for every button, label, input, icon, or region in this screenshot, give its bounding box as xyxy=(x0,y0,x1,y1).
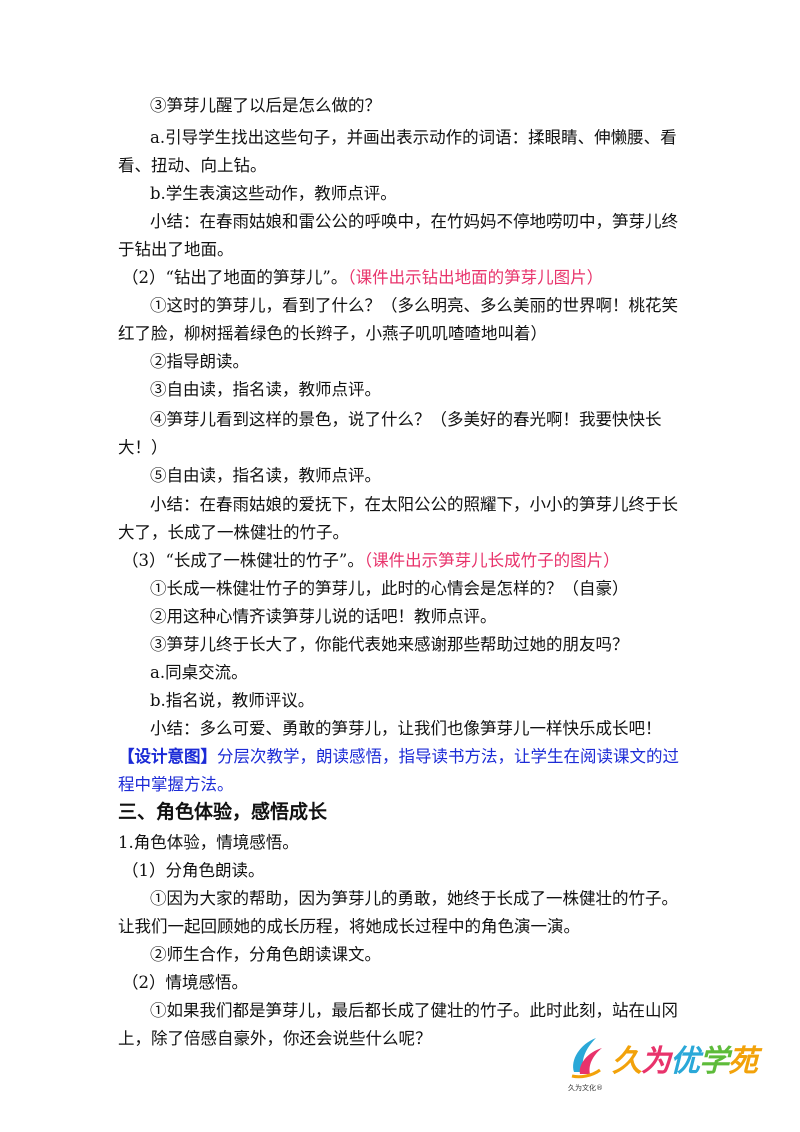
text-line: 于钻出了地面。 xyxy=(118,240,234,259)
text-line: a.引导学生找出这些句子，并画出表示动作的词语：揉眼睛、伸懒腰、看 xyxy=(150,128,677,147)
subsection-line: （2）“钻出了地面的笋芽儿”。（课件出示钻出地面的笋芽儿图片） xyxy=(122,267,800,289)
text-line: ③笋芽儿醒了以后是怎么做的？ xyxy=(150,96,381,115)
text-line: b.指名说，教师评议。 xyxy=(150,691,315,710)
text-line: 小结：在春雨姑娘和雷公公的呼唤中，在竹妈妈不停地唠叨中，笋芽儿终 xyxy=(150,212,678,231)
text-line: （2）情境感悟。 xyxy=(122,973,248,992)
text-line: ②指导朗读。 xyxy=(150,352,249,371)
design-intent-text: 分层次教学，朗读感悟，指导读书方法，让学生在阅读课文的过 xyxy=(217,747,679,766)
design-intent-tag: 【设计意图】 xyxy=(118,747,217,766)
text-line: ①这时的笋芽儿，看到了什么？（多么明亮、多么美丽的世界啊！桃花笑 xyxy=(150,296,678,315)
text-line: 看、扭动、向上钻。 xyxy=(118,156,267,175)
text-line: 1.角色体验，情境感悟。 xyxy=(118,833,299,852)
text-line: 红了脸，柳树摇着绿色的长辫子，小燕子叽叽喳喳地叫着） xyxy=(118,324,547,343)
subsection-line: （3）“长成了一株健壮的竹子”。（课件出示笋芽儿长成竹子的图片） xyxy=(122,550,800,572)
swoosh-logo-icon xyxy=(571,1038,602,1079)
text-line: b.学生表演这些动作，教师点评。 xyxy=(150,184,397,203)
text-line: ①长成一株健壮竹子的笋芽儿，此时的心情会是怎样的？（自豪） xyxy=(150,579,629,598)
text-line: ①如果我们都是笋芽儿，最后都长成了健壮的竹子。此时此刻，站在山冈 xyxy=(150,1001,678,1020)
subsection-title: （3）“长成了一株健壮的竹子”。 xyxy=(122,551,364,570)
text-line: ③笋芽儿终于长大了，你能代表她来感谢那些帮助过她的朋友吗？ xyxy=(150,635,629,654)
text-line: ①因为大家的帮助，因为笋芽儿的勇敢，她终于长成了一株健壮的竹子。 xyxy=(150,889,678,908)
text-line: （1）分角色朗读。 xyxy=(122,861,265,880)
text-line: 上，除了倍感自豪外，你还会说些什么呢？ xyxy=(118,1029,432,1048)
courseware-note: （课件出示钻出地面的笋芽儿图片） xyxy=(347,268,604,287)
text-line: ②用这种心情齐读笋芽儿说的话吧！教师点评。 xyxy=(150,607,497,626)
text-line: ③自由读，指名读，教师点评。 xyxy=(150,380,381,399)
brand-wordmark: 久为优学苑 xyxy=(612,1044,758,1079)
text-line: 小结：在春雨姑娘的爱抚下，在太阳公公的照耀下，小小的笋芽儿终于长 xyxy=(150,495,678,514)
text-line: ⑤自由读，指名读，教师点评。 xyxy=(150,466,381,485)
courseware-note: （课件出示笋芽儿长成竹子的图片） xyxy=(363,551,620,570)
text-line: 让我们一起回顾她的成长历程，将她成长过程中的角色演一演。 xyxy=(118,917,580,936)
text-line: ②师生合作，分角色朗读课文。 xyxy=(150,945,381,964)
text-line: a.同桌交流。 xyxy=(150,663,248,682)
logo-caption: 久为文化® xyxy=(568,1084,603,1092)
text-line: 小结：多么可爱、勇敢的笋芽儿，让我们也像笋芽儿一样快乐成长吧！ xyxy=(150,719,662,738)
text-line: 大了，长成了一株健壮的竹子。 xyxy=(118,523,349,542)
publisher-logo: 久为文化® 久为优学苑 xyxy=(566,1034,758,1104)
section-heading: 三、角色体验，感悟成长 xyxy=(118,801,328,823)
text-line: ④笋芽儿看到这样的景色，说了什么？（多美好的春光啊！我要快快长 xyxy=(150,410,662,429)
subsection-title: （2）“钻出了地面的笋芽儿”。 xyxy=(122,268,348,287)
design-intent-text: 程中掌握方法。 xyxy=(118,775,234,794)
text-line: 大！） xyxy=(118,438,168,457)
design-intent-line: 【设计意图】分层次教学，朗读感悟，指导读书方法，让学生在阅读课文的过 xyxy=(118,746,800,768)
